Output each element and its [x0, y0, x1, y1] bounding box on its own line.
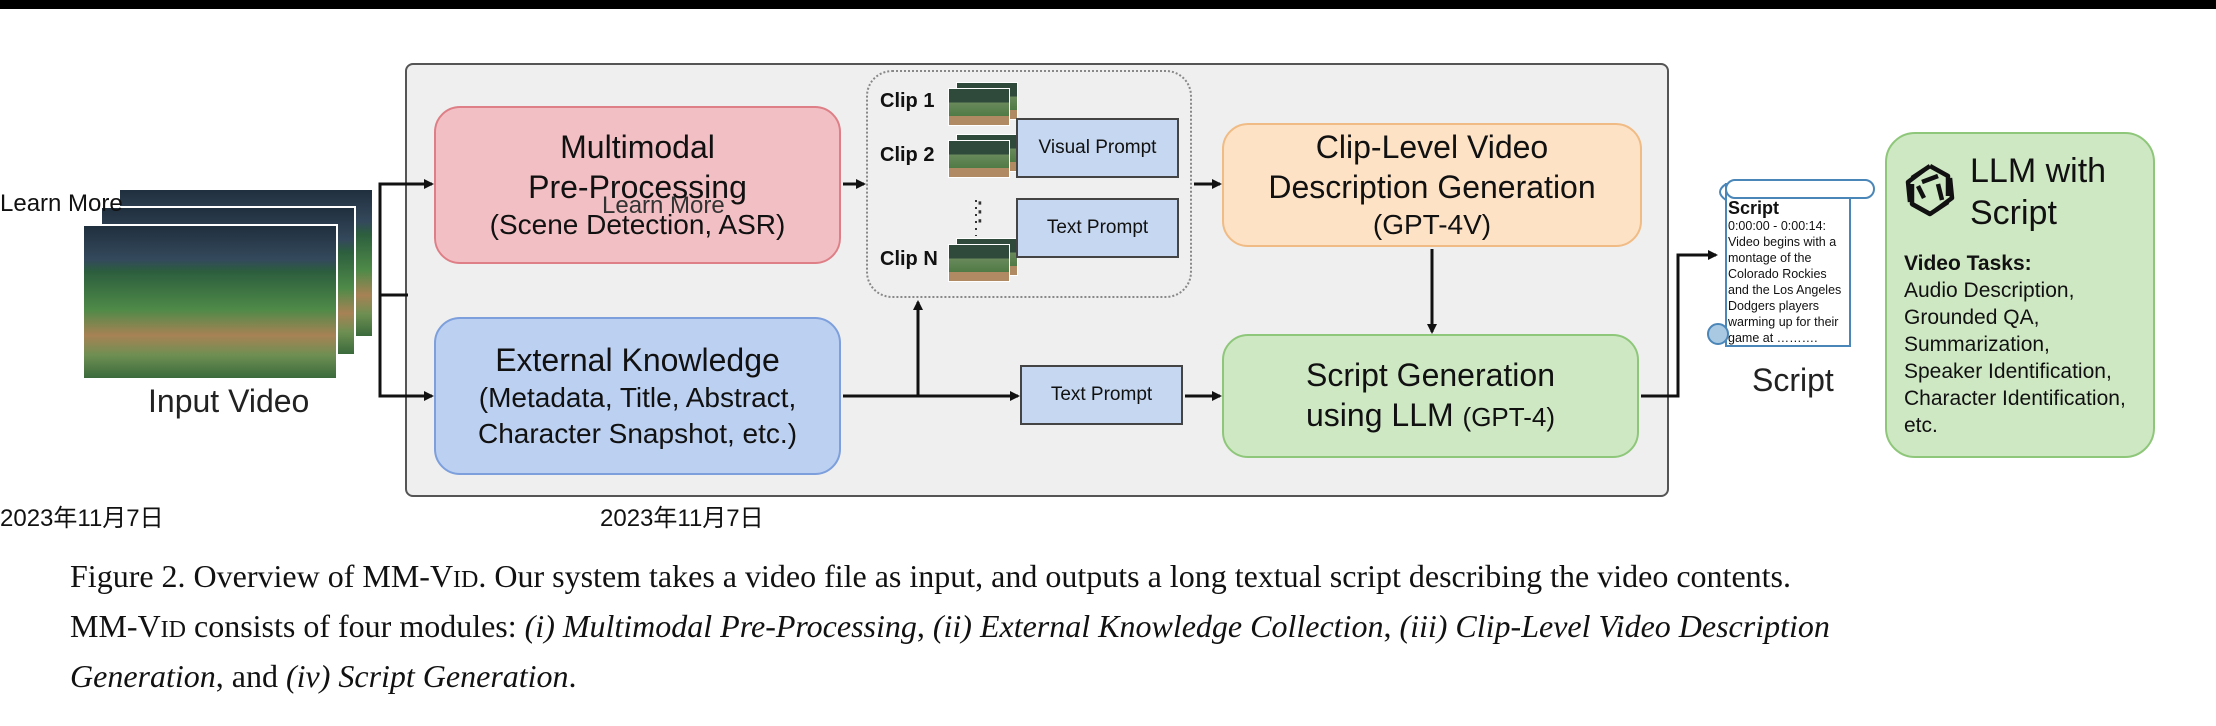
- figure-caption: Figure 2. Overview of MM-VID. Our system…: [70, 553, 2180, 699]
- clip-level-line2: Description Generation: [1268, 169, 1596, 205]
- preprocess-line3: (Scene Detection, ASR): [489, 209, 786, 240]
- task-item: Speaker Identification,: [1904, 360, 2112, 383]
- caption-sep-3: , and: [215, 658, 286, 694]
- scroll-body: [1725, 183, 1851, 347]
- script-line-8: game at ……….: [1728, 331, 1818, 345]
- clip-n-label: Clip N: [880, 248, 938, 270]
- learn-more-link-left[interactable]: Learn More: [0, 190, 123, 217]
- preprocess-line2: Pre-Processing: [528, 169, 747, 205]
- llm-title-line1: LLM with: [1970, 152, 2107, 190]
- external-knowledge-box: External Knowledge (Metadata, Title, Abs…: [434, 317, 841, 475]
- script-line-5: and the Los Angeles: [1728, 283, 1842, 297]
- scroll-curl-top: [1719, 183, 1727, 201]
- arrow-scriptgen-to-script: [1641, 250, 1718, 398]
- clip-level-description-box: Clip-Level Video Description Generation …: [1222, 123, 1642, 247]
- task-item: Grounded QA,: [1904, 306, 2040, 329]
- text-prompt-box-top: Text Prompt: [1016, 198, 1179, 258]
- openai-logo-icon: [1905, 164, 1955, 217]
- caption-module-4: (iv) Script Generation: [285, 658, 569, 694]
- script-gen-line2-wrap: using LLM (GPT-4): [1306, 395, 1555, 437]
- learn-more-link-mid[interactable]: Learn More: [602, 192, 725, 219]
- caption-module-3: (iii) Clip-Level Video Description: [1399, 608, 1830, 644]
- script-gen-model: (GPT-4): [1462, 402, 1555, 432]
- script-line-4: Colorado Rockies: [1728, 267, 1827, 281]
- script-generation-box: Script Generation using LLM (GPT-4): [1222, 334, 1639, 458]
- script-scroll-icon: [1707, 179, 1875, 347]
- task-item: Character Identification,: [1904, 387, 2126, 410]
- script-line-7: warming up for their: [1728, 315, 1839, 329]
- date-label-mid: 2023年11月7日: [600, 505, 764, 532]
- video-frame-front: [82, 224, 338, 380]
- clip-1-label: Clip 1: [880, 90, 935, 112]
- video-tasks-heading: Video Tasks:: [1904, 252, 2032, 275]
- clip-ellipsis: ⋮: [967, 196, 993, 226]
- external-line2: (Metadata, Title, Abstract,: [478, 382, 797, 413]
- clip-2-label: Clip 2: [880, 144, 935, 166]
- script-line-2: Video begins with a: [1728, 235, 1837, 249]
- caption-end: .: [568, 658, 577, 694]
- caption-module-2: (ii) External Knowledge Collection: [932, 608, 1384, 644]
- scroll-top-roll: [1725, 179, 1875, 199]
- date-label-left: 2023年11月7日: [0, 505, 164, 532]
- visual-prompt-box: Visual Prompt: [1016, 118, 1179, 178]
- scroll-bottom-curl: [1707, 323, 1729, 345]
- llm-with-script-box: [1885, 132, 2155, 458]
- caption-part-4: consists of four modules:: [186, 608, 525, 644]
- script-gen-line2: using LLM: [1306, 397, 1454, 433]
- task-item: etc.: [1904, 414, 1938, 437]
- caption-sep-1: ,: [916, 608, 933, 644]
- script-line-6: Dodgers players: [1728, 299, 1820, 313]
- llm-title-line2: Script: [1970, 194, 2057, 232]
- script-content: Script 0:00:00 - 0:00:14: Video begins w…: [1728, 198, 1852, 346]
- input-video-label: Input Video: [148, 383, 310, 419]
- multimodal-preprocessing-box: Multimodal Pre-Processing (Scene Detecti…: [434, 106, 841, 264]
- arrow-to-preprocess: [378, 179, 434, 295]
- caption-module-1: (i) Multimodal Pre-Processing: [524, 608, 917, 644]
- clip-1-thumb-front: [948, 88, 1010, 126]
- caption-smallcaps-2: ID: [160, 617, 186, 643]
- script-gen-line1: Script Generation: [1305, 357, 1555, 393]
- caption-part-1: Figure 2. Overview of MM-V: [70, 558, 454, 594]
- top-black-bar: [0, 0, 2216, 9]
- script-line-3: montage of the: [1728, 251, 1812, 265]
- clip-n-thumb-front: [948, 244, 1010, 282]
- caption-part-2: . Our system takes a video file as input…: [478, 558, 1791, 594]
- script-label: Script: [1752, 362, 1834, 398]
- external-line3: Character Snapshot, etc.): [477, 418, 798, 449]
- caption-sep-2: ,: [1383, 608, 1400, 644]
- script-title: Script: [1728, 198, 1780, 218]
- clip-level-line3: (GPT-4V): [1372, 209, 1492, 240]
- clip-2-thumb-front: [948, 140, 1010, 178]
- video-tasks-list: Video Tasks: Audio Description, Grounded…: [1904, 250, 2126, 439]
- clip-group: [866, 70, 1192, 298]
- task-item: Audio Description,: [1904, 279, 2075, 302]
- preprocess-line1: Multimodal: [560, 129, 715, 165]
- external-line1: External Knowledge: [495, 342, 780, 378]
- task-item: Summarization,: [1904, 333, 2050, 356]
- caption-part-3: MM-V: [70, 608, 161, 644]
- text-prompt-box-bottom: Text Prompt: [1020, 365, 1183, 425]
- llm-title: LLM with Script: [1970, 150, 2106, 234]
- script-line-1: 0:00:00 - 0:00:14:: [1728, 219, 1826, 233]
- caption-module-3b: Generation: [70, 658, 216, 694]
- arrow-to-external: [378, 295, 434, 401]
- clip-level-line1: Clip-Level Video: [1315, 129, 1549, 165]
- caption-smallcaps-1: ID: [453, 567, 479, 593]
